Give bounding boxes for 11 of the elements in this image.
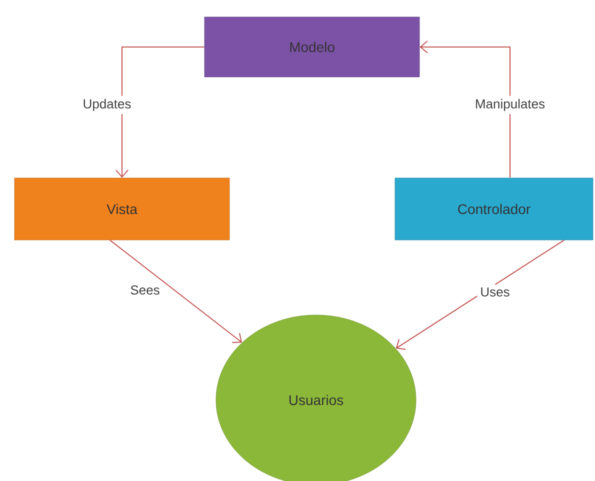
arrow — [396, 240, 564, 350]
process-box: Controlador — [394, 178, 594, 240]
edge-label: Manipulates — [472, 96, 548, 114]
edge-label: Updates — [80, 96, 134, 114]
edge-label: Sees — [127, 282, 163, 298]
process-box: Vista — [14, 178, 230, 240]
arrow — [116, 46, 205, 178]
arrow — [420, 40, 510, 178]
process-box: Modelo — [204, 16, 420, 78]
arrow — [110, 240, 242, 344]
edge-label: Uses — [477, 284, 513, 300]
